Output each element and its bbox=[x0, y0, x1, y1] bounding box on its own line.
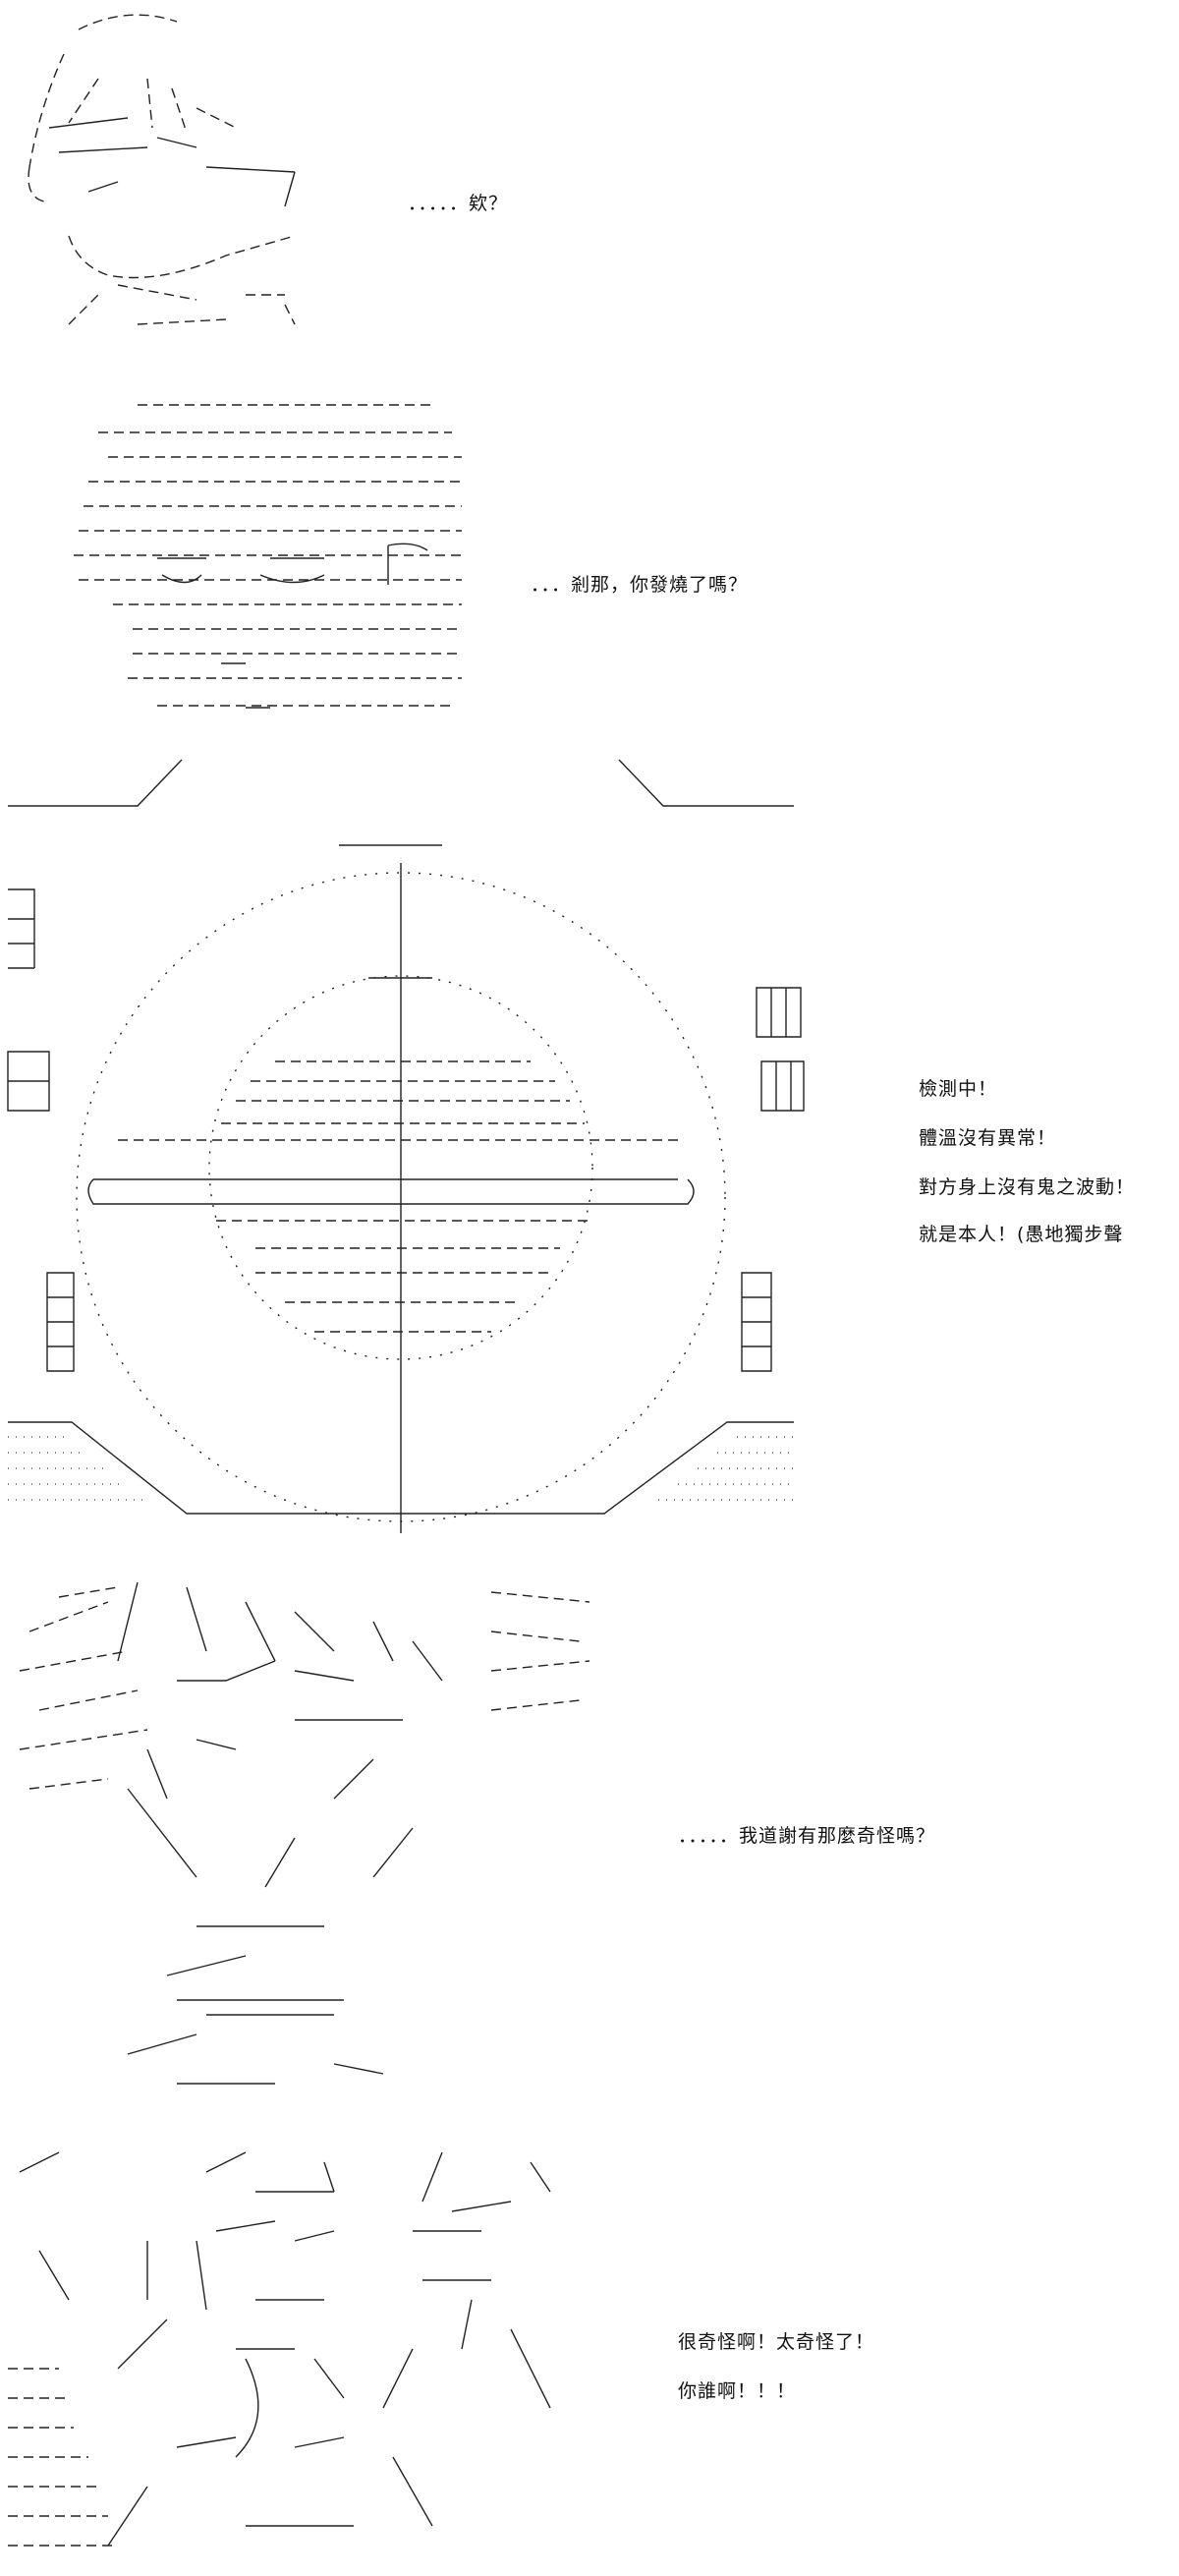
dialogue-line: 你誰啊！！！ bbox=[678, 2380, 797, 2402]
dialogue-line: 就是本人！(愚地獨步聲 bbox=[919, 1224, 1124, 1245]
character-art-2 bbox=[74, 404, 462, 709]
character-art-1 bbox=[28, 14, 296, 325]
dialogue-line: ．．．剎那，你發燒了嗎？ bbox=[531, 574, 749, 596]
dialogue-line: ．．．．．欸？ bbox=[408, 193, 509, 214]
dialogue-line: 檢測中！ bbox=[919, 1078, 998, 1100]
scanner-scope-art bbox=[7, 759, 805, 1533]
frame-bottom-left bbox=[8, 1421, 794, 1515]
dialogue-line: 對方身上沒有鬼之波動！ bbox=[919, 1176, 1136, 1198]
frame-top-right bbox=[618, 759, 794, 807]
frame-top-left bbox=[8, 759, 183, 807]
character-art-4 bbox=[19, 1581, 590, 2085]
dialogue-line: 很奇怪啊！太奇怪了！ bbox=[678, 2331, 875, 2353]
side-boxes-right bbox=[741, 987, 805, 1372]
dialogue-line: ．．．．．我道謝有那麼奇怪嗎？ bbox=[678, 1825, 936, 1847]
dialogue-line: 體溫沒有異常！ bbox=[919, 1127, 1057, 1149]
side-boxes-left bbox=[7, 888, 75, 1372]
character-art-5 bbox=[8, 2151, 551, 2547]
